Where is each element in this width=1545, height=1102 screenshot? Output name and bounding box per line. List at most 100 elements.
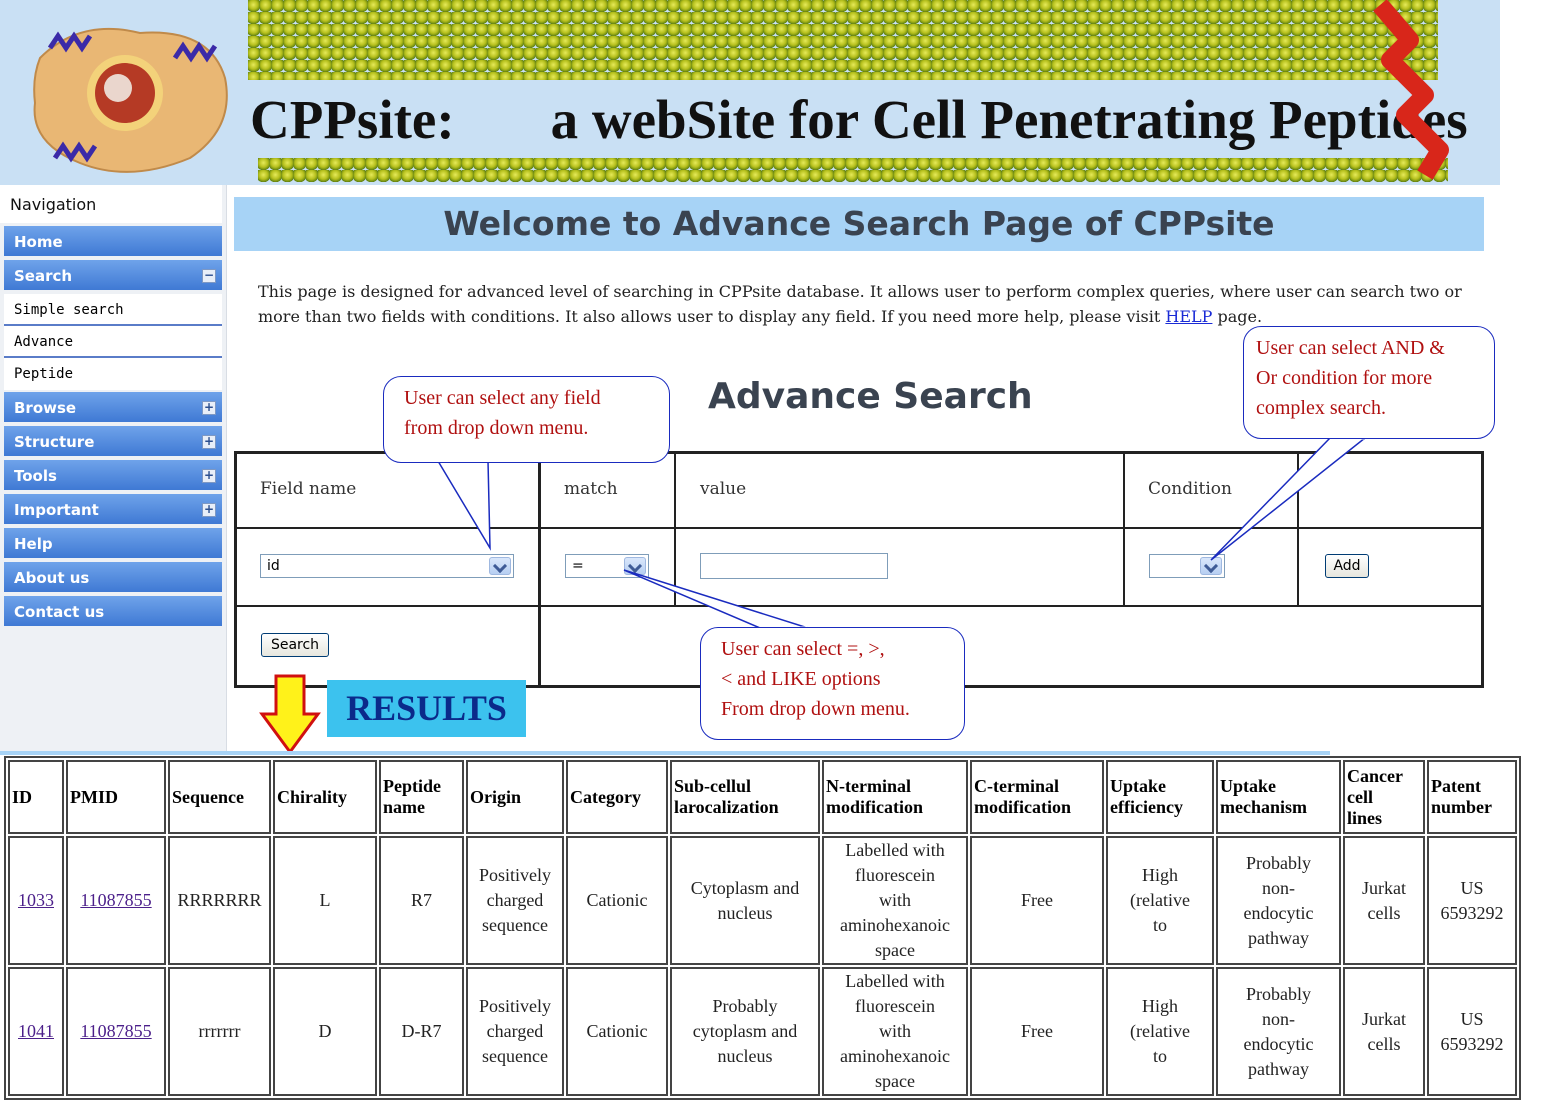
sidebar-item-label: Simple search <box>14 302 124 318</box>
form-border <box>1297 451 1299 607</box>
sidebar-item-label: Advance <box>14 334 74 350</box>
sidebar-item-label: Peptide <box>14 366 74 382</box>
header-value: value <box>700 479 747 499</box>
sidebar-item-label: Important <box>14 501 99 519</box>
sidebar-item-structure[interactable]: Structure+ <box>4 426 222 458</box>
sidebar-item-label: Search <box>14 267 73 285</box>
cell-logo-icon <box>33 27 228 173</box>
form-border <box>1123 451 1125 607</box>
sidebar-item-peptide[interactable]: Peptide <box>4 358 222 390</box>
sidebar-item-tools[interactable]: Tools + <box>4 460 222 492</box>
sidebar-item-label: Home <box>14 233 63 251</box>
callout-field-help: User can select any field from drop down… <box>383 376 670 463</box>
callout-line: Or condition for more <box>1256 367 1433 389</box>
callout-line: User can select =, >, <box>721 638 885 660</box>
pmid-link[interactable]: 11087855 <box>80 890 152 910</box>
site-banner: CPPsite: a webSite for Cell Penetrating P… <box>0 0 1500 185</box>
help-link[interactable]: HELP <box>1165 307 1213 326</box>
condition-select[interactable] <box>1149 554 1225 578</box>
sidebar-item-important[interactable]: Important + <box>4 494 222 526</box>
callout-line: < and LIKE options <box>721 668 881 690</box>
expand-icon[interactable]: + <box>202 400 216 415</box>
collapse-icon[interactable]: − <box>202 268 216 283</box>
form-border <box>234 605 1484 607</box>
header-field-name: Field name <box>260 479 357 499</box>
callout-condition-help: User can select AND & Or condition for m… <box>1243 326 1495 439</box>
sidebar-item-simple-search[interactable]: Simple search <box>4 294 222 326</box>
form-border <box>234 451 1484 454</box>
sidebar: Navigation Home Search − Simple search Ad… <box>0 185 227 755</box>
chevron-down-icon[interactable] <box>1200 557 1222 575</box>
chirality-cell: D <box>273 967 377 1096</box>
cterm-cell: Free <box>970 836 1104 965</box>
name-cell: R7 <box>379 836 464 965</box>
sidebar-item-browse[interactable]: Browse + <box>4 392 222 424</box>
chevron-down-icon[interactable] <box>624 557 646 575</box>
peptide-beads-decoration <box>248 0 1438 80</box>
sequence-cell: rrrrrrr <box>168 967 271 1096</box>
nav-heading: Navigation <box>0 185 222 223</box>
intro-paragraph: This page is designed for advanced level… <box>258 279 1468 329</box>
sidebar-item-label: About us <box>14 569 90 587</box>
sidebar-item-contact-us[interactable]: Contact us <box>4 596 222 628</box>
callout-match-help: User can select =, >, < and LIKE options… <box>700 627 965 740</box>
add-button[interactable]: Add <box>1325 554 1369 578</box>
sidebar-item-label: Help <box>14 535 53 553</box>
sequence-cell: RRRRRRR <box>168 836 271 965</box>
id-cell: 1033 <box>8 836 64 965</box>
field-name-select[interactable]: id <box>260 554 514 578</box>
column-header: Chirality <box>273 760 377 834</box>
sidebar-item-about-us[interactable]: About us <box>4 562 222 594</box>
form-border <box>674 451 676 607</box>
id-link[interactable]: 1033 <box>18 890 54 910</box>
site-tagline: a webSite for Cell Penetrating Peptides <box>550 89 1468 150</box>
form-border <box>1481 451 1484 688</box>
chevron-down-icon[interactable] <box>489 557 511 575</box>
match-select[interactable]: = <box>565 554 649 578</box>
id-link[interactable]: 1041 <box>18 1021 54 1041</box>
sidebar-item-search[interactable]: Search − <box>4 260 222 292</box>
callout-line: User can select AND & <box>1256 337 1445 359</box>
column-header: Sequence <box>168 760 271 834</box>
expand-icon[interactable]: + <box>202 468 216 483</box>
column-header: Category <box>566 760 668 834</box>
expand-icon[interactable]: + <box>202 502 216 517</box>
callout-line: User can select any field <box>404 387 601 409</box>
form-border <box>234 527 1484 529</box>
banner-title: CPPsite: a webSite for Cell Penetrating P… <box>250 88 1468 151</box>
sidebar-item-advance[interactable]: Advance <box>4 326 222 358</box>
divider <box>0 751 1330 755</box>
sidebar-item-label: Tools <box>14 467 57 485</box>
category-cell: Cationic <box>566 836 668 965</box>
expand-icon[interactable]: + <box>202 434 216 449</box>
search-button[interactable]: Search <box>261 633 329 657</box>
value-input[interactable] <box>700 553 888 579</box>
intro-text: This page is designed for advanced level… <box>258 282 1462 326</box>
site-name: CPPsite: <box>250 89 455 150</box>
sidebar-item-label: Browse <box>14 399 77 417</box>
sidebar-item-home[interactable]: Home <box>4 226 222 258</box>
sidebar-item-help[interactable]: Help <box>4 528 222 560</box>
pmid-link[interactable]: 11087855 <box>80 1021 152 1041</box>
